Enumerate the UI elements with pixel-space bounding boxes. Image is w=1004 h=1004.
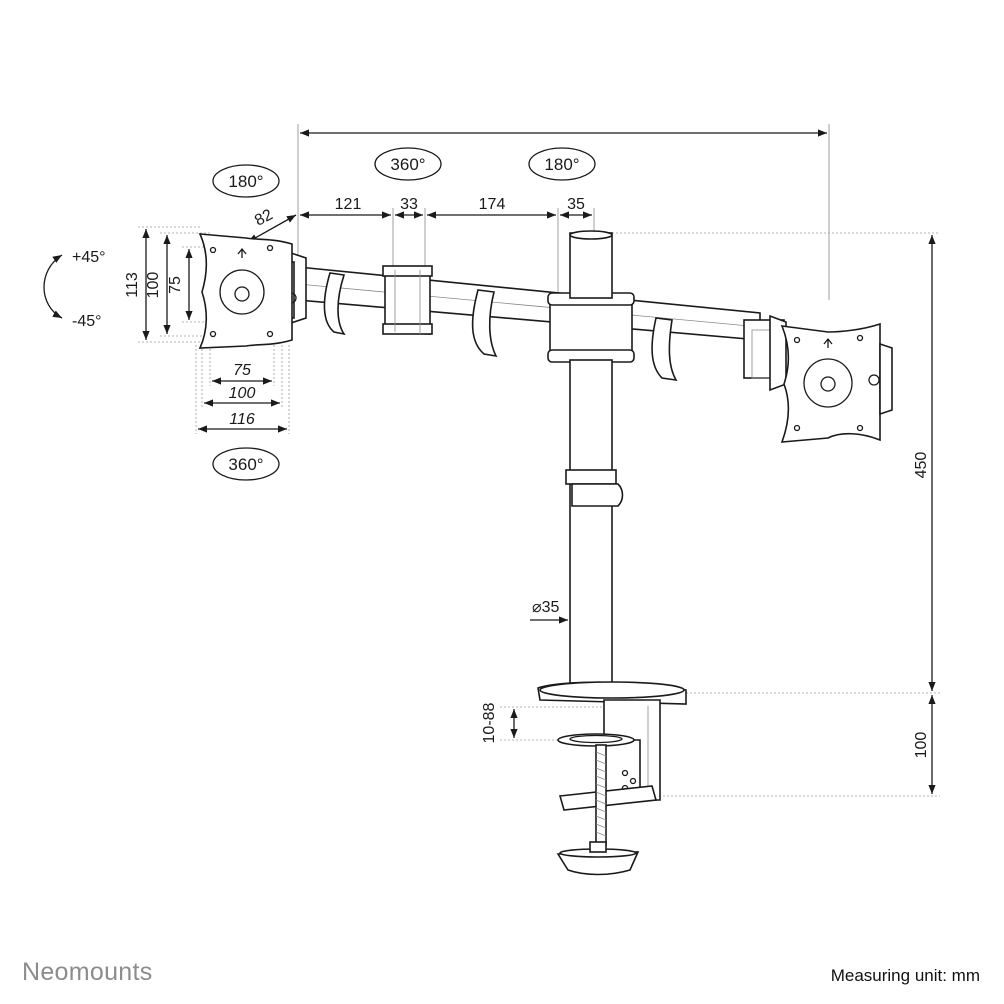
left-plate-vertical-dimensions: 113 100 75 bbox=[124, 226, 212, 343]
monitor-arm-drawing bbox=[198, 230, 893, 876]
overall-width-dimension bbox=[297, 124, 830, 300]
rotation-label: 360° bbox=[228, 455, 263, 474]
dim-450-label: 450 bbox=[913, 452, 930, 479]
angle-rotation-icon: +45° -45° bbox=[43, 249, 106, 330]
rotation-label: 180° bbox=[544, 155, 579, 174]
dim-100-height-label: 100 bbox=[913, 732, 930, 759]
rotation-label: 180° bbox=[228, 172, 263, 191]
measuring-unit-note: Measuring unit: mm bbox=[830, 966, 980, 985]
arm-segment-dimensions: 121 33 174 35 82 bbox=[247, 196, 595, 300]
dim-35-label: 35 bbox=[567, 196, 585, 213]
dim-75v-label: 75 bbox=[167, 276, 184, 294]
dim-82-label: 82 bbox=[252, 206, 276, 229]
rotation-label: 360° bbox=[390, 155, 425, 174]
dim-75h-label: 75 bbox=[233, 362, 251, 379]
left-plate-horizontal-dimensions: 75 100 116 bbox=[195, 345, 290, 434]
clamp-range-label: 10-88 bbox=[481, 702, 498, 743]
height-dimensions: 450 100 bbox=[612, 232, 940, 797]
rotation-badge-right-tilt: 180° bbox=[528, 147, 596, 181]
rotation-badge-arm-swivel: 360° bbox=[374, 147, 442, 181]
dim-100h-label: 100 bbox=[229, 385, 256, 402]
plus-angle-label: +45° bbox=[72, 249, 106, 266]
clamp-range-dimension: 10-88 bbox=[481, 702, 620, 743]
rotation-badge-left-rotate: 360° bbox=[212, 447, 280, 481]
dim-116-label: 116 bbox=[229, 411, 255, 428]
dim-33-label: 33 bbox=[400, 196, 418, 213]
dim-100v-label: 100 bbox=[145, 272, 162, 299]
dim-174-label: 174 bbox=[479, 196, 506, 213]
dim-121-label: 121 bbox=[335, 196, 362, 213]
brand-logo: Neomounts bbox=[22, 958, 153, 986]
pole-diameter-label: ⌀35 bbox=[532, 599, 560, 616]
minus-angle-label: -45° bbox=[72, 313, 102, 330]
rotation-badge-left-tilt: 180° bbox=[212, 164, 280, 198]
dim-113-label: 113 bbox=[124, 272, 141, 298]
